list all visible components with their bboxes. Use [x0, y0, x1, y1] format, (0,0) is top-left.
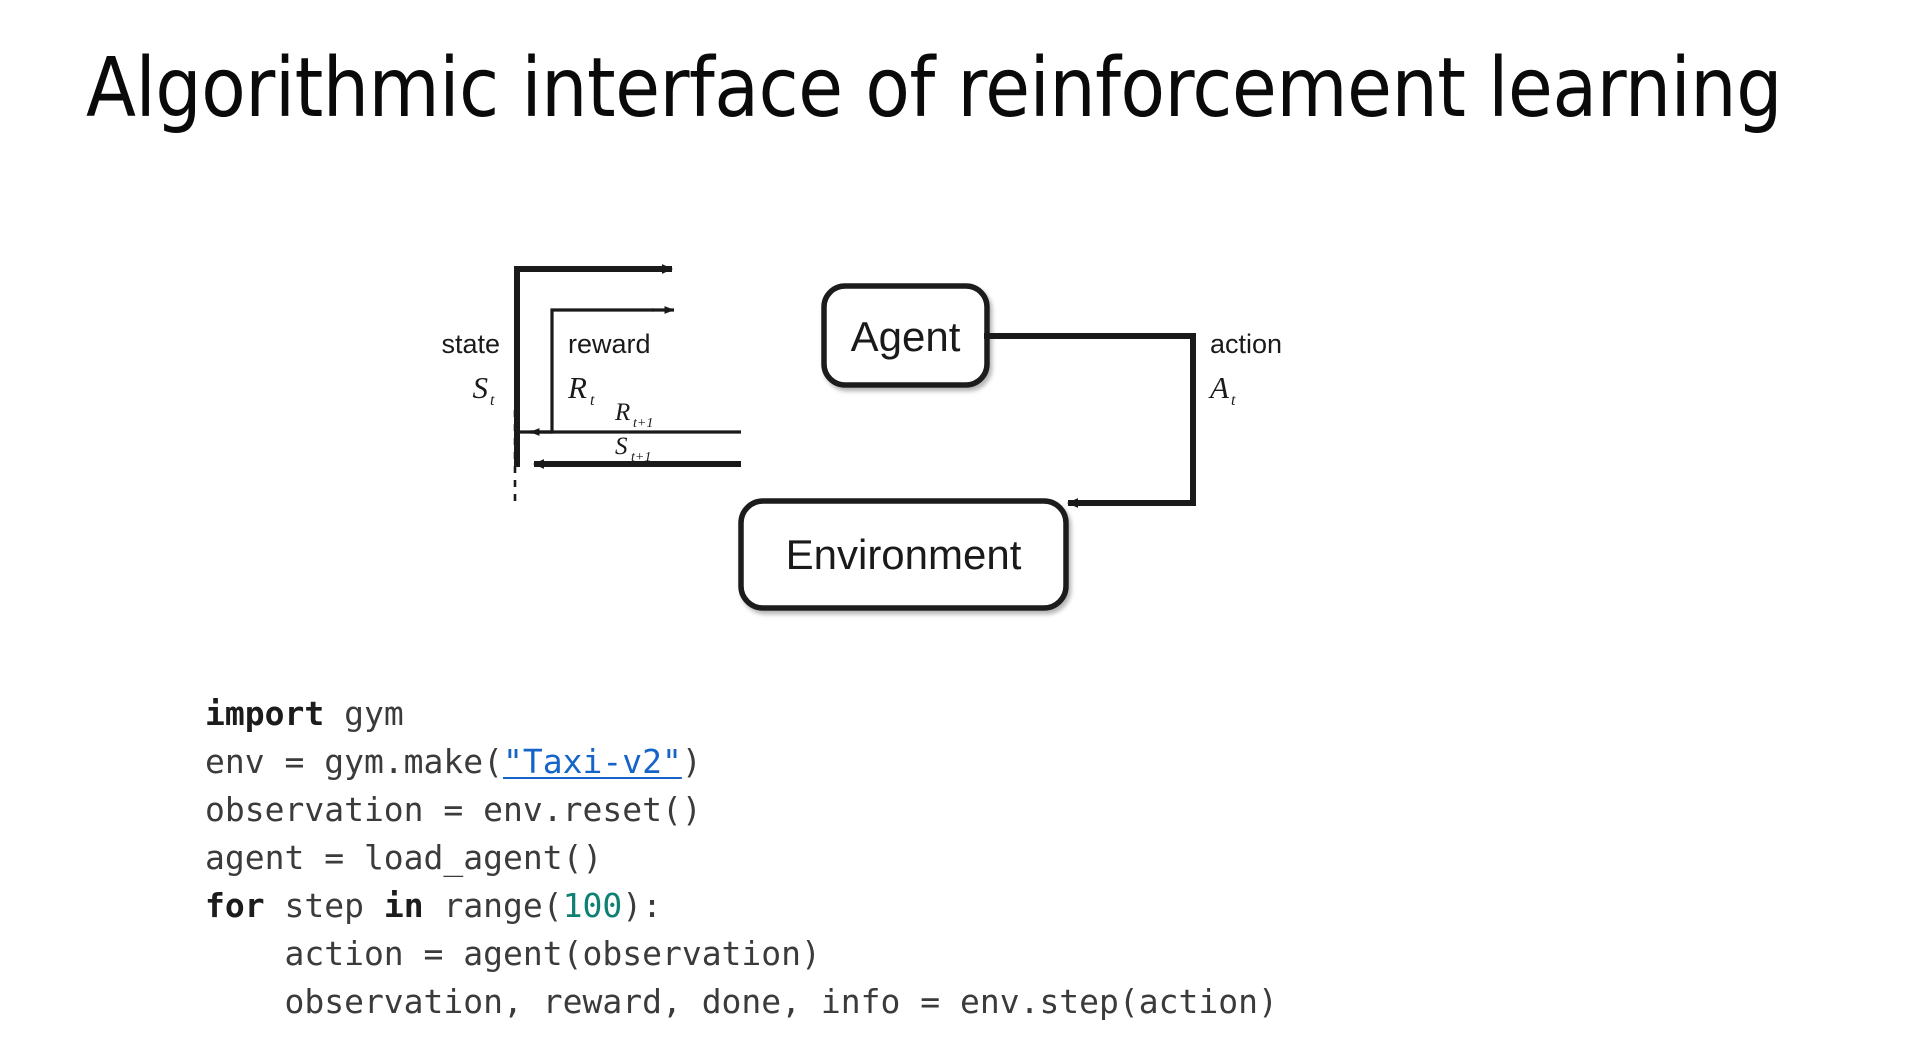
- label-action-word: action: [1210, 329, 1282, 359]
- label-reward-word: reward: [568, 329, 651, 359]
- node-agent: Agent: [821, 283, 990, 388]
- label-action: action A t: [1208, 329, 1282, 409]
- label-state-subscript: t: [490, 392, 495, 409]
- label-action-subscript: t: [1231, 392, 1236, 409]
- code-keyword: for: [205, 886, 265, 925]
- label-next-reward: R t+1: [614, 399, 653, 431]
- code-line: observation = env.reset(): [205, 786, 1805, 834]
- node-agent-label: Agent: [851, 313, 961, 360]
- code-text: range(: [423, 886, 563, 925]
- label-reward-subscript: t: [590, 392, 595, 409]
- edge-reward: [550, 306, 675, 434]
- code-line: agent = load_agent(): [205, 834, 1805, 882]
- code-text: ): [681, 742, 702, 781]
- code-text: step: [264, 886, 384, 925]
- code-keyword: import: [205, 694, 325, 733]
- label-action-symbol: A: [1208, 370, 1230, 405]
- label-next-state: S t+1: [615, 433, 651, 465]
- code-line: action = agent(observation): [205, 930, 1805, 978]
- code-text: observation = env.reset(): [205, 790, 702, 829]
- code-text: ):: [622, 886, 663, 925]
- rl-loop-diagram: Agent Environment: [400, 220, 1520, 640]
- label-reward: reward R t: [567, 329, 651, 409]
- code-line: import gym: [205, 690, 1805, 738]
- code-line: for step in range(100):: [205, 882, 1805, 930]
- code-keyword: in: [383, 886, 424, 925]
- label-next-state-symbol: S: [615, 433, 628, 460]
- label-state-word: state: [441, 329, 500, 359]
- code-text: observation, reward, done, info = env.st…: [205, 982, 1278, 1021]
- code-line: observation, reward, done, info = env.st…: [205, 978, 1805, 1026]
- label-next-reward-symbol: R: [614, 399, 630, 426]
- edge-state: [514, 264, 673, 467]
- page-title: Algorithmic interface of reinforcement l…: [86, 41, 1782, 136]
- code-text: env = gym.make(: [205, 742, 504, 781]
- label-next-state-subscript: t+1: [631, 450, 651, 465]
- code-line: env = gym.make("Taxi-v2"): [205, 738, 1805, 786]
- code-number-literal: 100: [562, 886, 623, 925]
- node-environment: Environment: [738, 498, 1069, 611]
- code-text: agent = load_agent(): [205, 838, 603, 877]
- code-text: action = agent(observation): [205, 934, 821, 973]
- label-reward-symbol: R: [567, 370, 587, 405]
- label-next-reward-subscript: t+1: [633, 416, 653, 431]
- label-state: state S t: [441, 329, 500, 409]
- code-text: gym: [324, 694, 404, 733]
- edge-action: [984, 333, 1196, 508]
- label-state-symbol: S: [473, 370, 489, 405]
- env-id-link[interactable]: "Taxi-v2": [503, 742, 682, 781]
- node-environment-label: Environment: [786, 531, 1022, 578]
